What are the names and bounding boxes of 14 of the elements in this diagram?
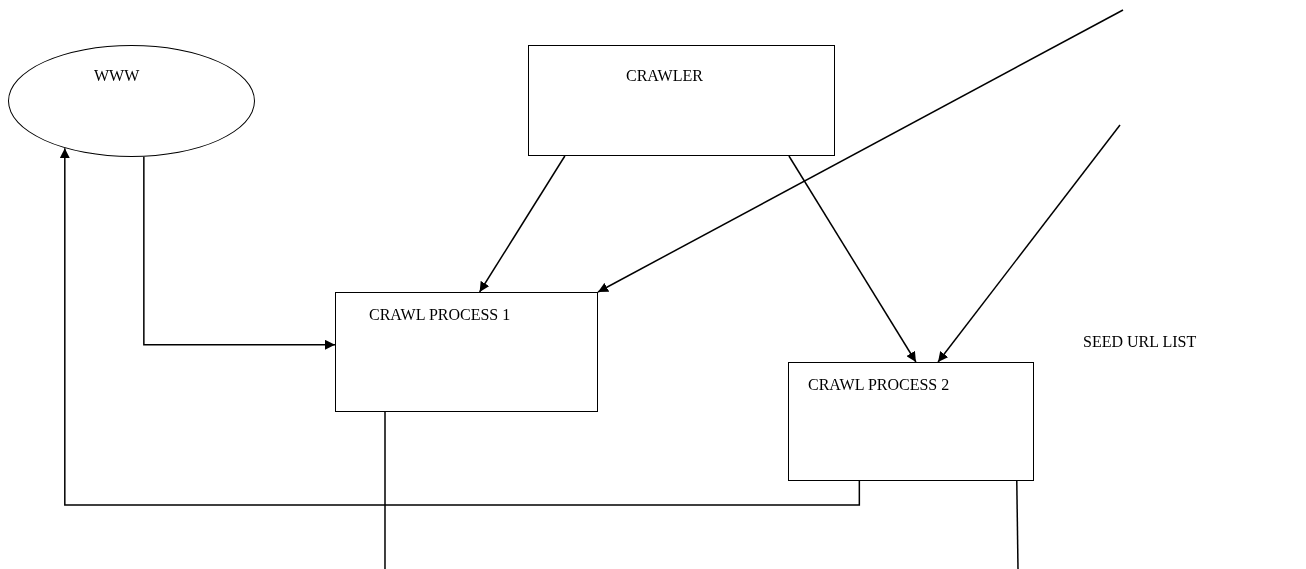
process-box bbox=[335, 292, 598, 412]
process-box bbox=[528, 45, 835, 156]
process-box bbox=[788, 362, 1034, 481]
node-label: WWW bbox=[94, 66, 141, 86]
arrow bbox=[143, 155, 336, 350]
arrow bbox=[478, 155, 566, 293]
arrow bbox=[597, 9, 1124, 293]
arrow bbox=[937, 124, 1121, 363]
arrow bbox=[59, 147, 861, 506]
node-label: CRAWL PROCESS 2 bbox=[808, 375, 951, 395]
seed-list-label: SEED URL LIST bbox=[1083, 332, 1197, 352]
arrow bbox=[788, 155, 917, 363]
node-label: CRAWLER bbox=[626, 66, 704, 86]
node-label: CRAWL PROCESS 1 bbox=[369, 305, 512, 325]
